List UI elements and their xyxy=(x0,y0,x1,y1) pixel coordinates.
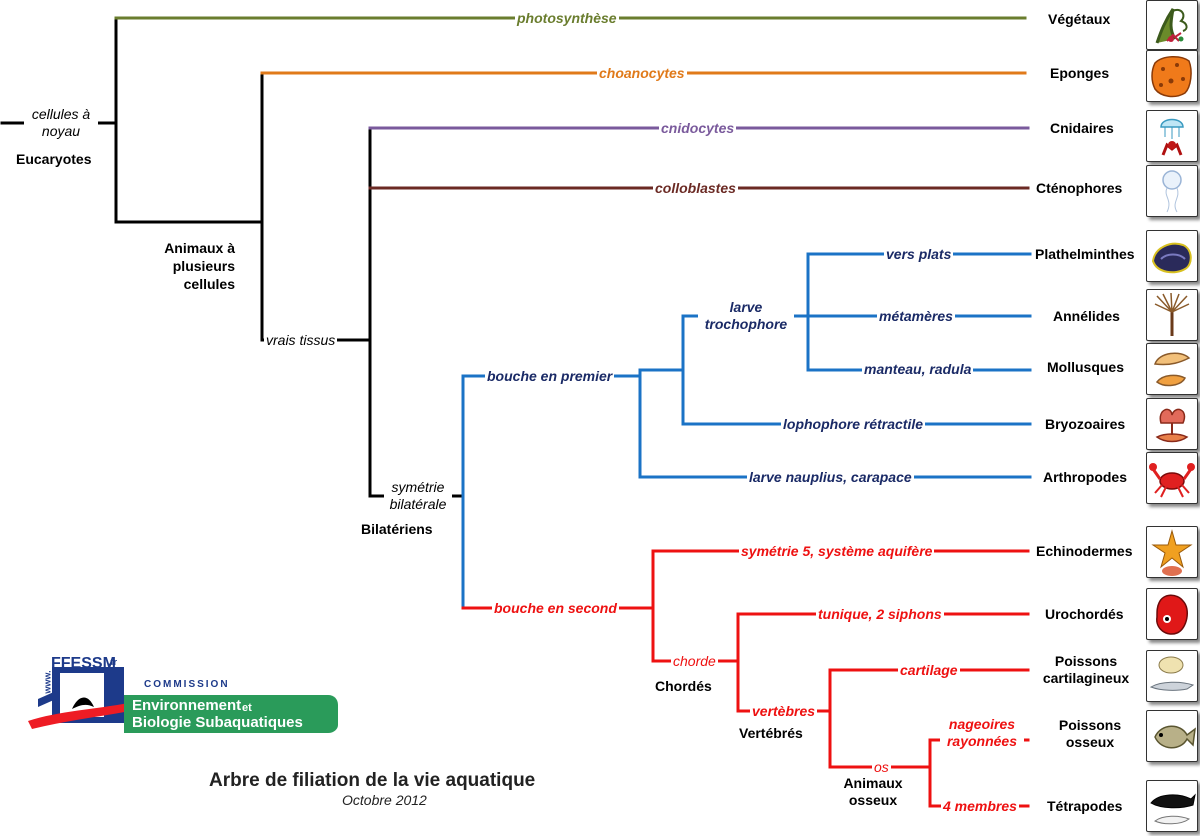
flatworm-icon xyxy=(1146,230,1198,282)
trait-cellules-noyau: cellules à noyau xyxy=(24,106,98,140)
sea-squirt-icon xyxy=(1146,588,1198,640)
annelid-worm-icon xyxy=(1146,289,1198,341)
trait-vers-plats: vers plats xyxy=(884,246,954,262)
logo-environnement-text: Environnement xyxy=(132,697,242,714)
ctenophore-icon xyxy=(1146,165,1198,217)
taxon-poissons-osseux: Poissons osseux xyxy=(1058,717,1122,750)
logo-www-text: www. xyxy=(42,670,53,694)
trait-symetrie-bilaterale: symétrie bilatérale xyxy=(384,479,452,513)
plant-icon xyxy=(1146,0,1198,50)
trait-lophophore: lophophore rétractile xyxy=(781,416,926,432)
ffessm-logo: FFESSM .fr www. COMMISSION Environnement… xyxy=(28,655,340,735)
taxon-echinodermes: Echinodermes xyxy=(1036,543,1133,559)
diagram-title: Arbre de filiation de la vie aquatique xyxy=(209,770,536,791)
bryozoan-icon xyxy=(1146,398,1198,450)
trait-bouche-premier: bouche en premier xyxy=(485,368,615,384)
starfish-icon xyxy=(1146,526,1198,578)
logo-ffessm-text: FFESSM xyxy=(51,655,116,672)
taxon-arthropodes: Arthropodes xyxy=(1043,469,1127,485)
trait-manteau-radula: manteau, radula xyxy=(862,361,974,377)
trait-photosynthese: photosynthèse xyxy=(515,10,619,26)
group-eucaryotes: Eucaryotes xyxy=(16,151,92,167)
group-animals: Animaux à plusieurs cellules xyxy=(164,240,235,292)
trait-metameres: métamères xyxy=(877,308,955,324)
orca-icon xyxy=(1146,780,1198,832)
trait-vertebres: vertèbres xyxy=(750,703,818,719)
trait-symetrie5: symétrie 5, système aquifère xyxy=(739,543,935,559)
trait-chorde: chorde xyxy=(671,653,718,669)
fish-icon xyxy=(1146,710,1198,762)
trait-bouche-second: bouche en second xyxy=(492,600,619,616)
diagram-date: Octobre 2012 xyxy=(342,792,427,808)
trait-vrais-tissus: vrais tissus xyxy=(264,332,338,348)
group-chordes: Chordés xyxy=(655,678,712,694)
taxon-mollusques: Mollusques xyxy=(1047,359,1125,375)
trait-larve-trochophore: larve trochophore xyxy=(698,299,794,333)
shell-icon xyxy=(1146,343,1198,395)
trait-nageoires: nageoires rayonnées xyxy=(940,716,1024,750)
group-vertebres: Vertébrés xyxy=(739,725,803,741)
trait-cnidocytes: cnidocytes xyxy=(659,120,737,136)
trait-nauplius: larve nauplius, carapace xyxy=(747,469,914,485)
trait-os: os xyxy=(872,759,891,775)
trait-tunique: tunique, 2 siphons xyxy=(816,606,944,622)
taxon-urochordes: Urochordés xyxy=(1045,606,1124,622)
taxon-tetrapodes: Tétrapodes xyxy=(1047,798,1123,814)
logo-commission-text: COMMISSION xyxy=(144,679,230,690)
crab-icon xyxy=(1146,452,1198,504)
taxon-ctenophores: Cténophores xyxy=(1036,180,1123,196)
logo-biologie-text: Biologie Subaquatiques xyxy=(132,714,303,731)
taxon-vegetaux: Végétaux xyxy=(1048,11,1111,27)
logo-domain-text: .fr xyxy=(108,657,117,667)
taxon-plathelminthes: Plathelminthes xyxy=(1035,246,1135,262)
trait-cartilage: cartilage xyxy=(898,662,960,678)
taxon-poissons-cartilagineux: Poissons cartilagineux xyxy=(1042,653,1130,686)
shark-icon xyxy=(1146,650,1198,702)
taxon-cnidaires: Cnidaires xyxy=(1050,120,1114,136)
group-animaux-osseux: Animaux osseux xyxy=(843,775,903,808)
group-bilateriens: Bilatériens xyxy=(361,521,433,537)
trait-choanocytes: choanocytes xyxy=(597,65,687,81)
taxon-annelides: Annélides xyxy=(1053,308,1120,324)
trait-4-membres: 4 membres xyxy=(941,798,1019,814)
jellyfish-icon xyxy=(1146,110,1198,162)
trait-colloblastes: colloblastes xyxy=(653,180,738,196)
logo-et-text: et xyxy=(242,702,252,714)
sponge-icon xyxy=(1146,50,1198,102)
taxon-bryozoaires: Bryozoaires xyxy=(1045,416,1126,432)
taxon-eponges: Eponges xyxy=(1050,65,1110,81)
